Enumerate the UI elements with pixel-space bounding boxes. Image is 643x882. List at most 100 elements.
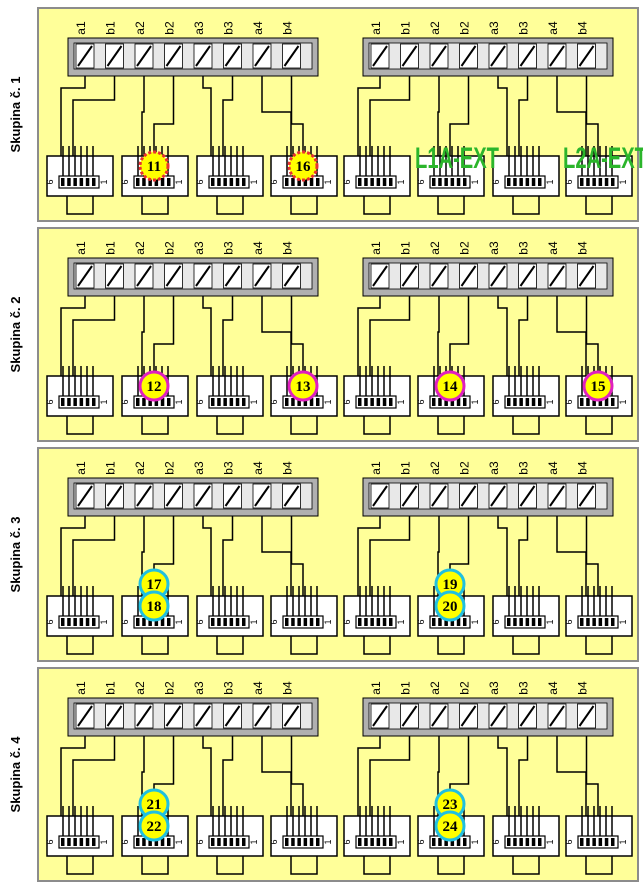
jack-contact (531, 618, 536, 626)
pin-label: b3 (517, 241, 531, 255)
jack-pin-label: 1 (323, 399, 333, 404)
wire (153, 296, 175, 378)
pin-label: b3 (517, 461, 531, 475)
jack-contact (444, 838, 448, 846)
terminal-contact (372, 485, 388, 507)
pin-label: a3 (192, 681, 206, 695)
jack-contact (92, 178, 96, 186)
marker-number: 23 (443, 797, 458, 813)
jack-contact (211, 618, 215, 626)
wire (437, 76, 440, 158)
jack-contact (142, 838, 146, 846)
cable-loop (585, 636, 613, 655)
jack-contact (456, 618, 461, 626)
jack-contact (217, 618, 221, 626)
jack-pin-label: 1 (396, 619, 406, 624)
jack-pin-label: 6 (120, 179, 130, 184)
jack-contact (303, 618, 308, 626)
jack-contact (382, 838, 387, 846)
terminal-contact (578, 265, 595, 287)
terminal-contact (224, 45, 241, 67)
jack-contact (297, 178, 301, 186)
pin-label: b2 (163, 241, 177, 255)
jack-contact (538, 618, 542, 626)
jack-contact (217, 398, 221, 406)
cable-loop (437, 856, 465, 875)
jack-contact (598, 838, 603, 846)
marker-number: 24 (443, 819, 459, 835)
jack-contact (598, 398, 603, 406)
wire (72, 76, 116, 158)
wire (60, 516, 86, 598)
terminal-contact (431, 485, 447, 507)
jack-contact (291, 618, 295, 626)
jack-contact (444, 618, 448, 626)
jack-contact (167, 398, 171, 406)
pin-label: b2 (458, 461, 472, 475)
terminal-contact (519, 705, 536, 727)
pin-label: b4 (576, 21, 590, 35)
jack-contact (142, 618, 146, 626)
terminal-contact (283, 265, 300, 287)
jack-pin-label: 6 (416, 839, 426, 844)
jack-contact (235, 178, 240, 186)
wire (585, 516, 599, 598)
jack-contact (611, 838, 615, 846)
terminal-contact (519, 265, 536, 287)
terminal-contact (254, 45, 270, 67)
jack-contact (580, 178, 584, 186)
cable-loop (585, 196, 613, 215)
jack-contact (592, 838, 596, 846)
pin-label: b1 (104, 21, 118, 35)
marker-number: 16 (296, 159, 312, 175)
cable-loop (141, 196, 169, 215)
jack-contact (513, 618, 517, 626)
wire (222, 76, 234, 158)
terminal-contact (431, 705, 447, 727)
jack-contact (61, 838, 65, 846)
pin-label: b1 (399, 241, 413, 255)
jack-contact (297, 838, 301, 846)
jack-pin-label: 6 (564, 399, 574, 404)
jack-contact (79, 838, 84, 846)
jack-contact (531, 398, 536, 406)
jack-pin-label: 6 (45, 179, 55, 184)
terminal-contact (460, 705, 477, 727)
jack-contact (136, 398, 140, 406)
wire (369, 516, 411, 598)
pin-label: b3 (517, 21, 531, 35)
jack-pin-label: 1 (470, 839, 480, 844)
terminal-contact (401, 485, 418, 507)
cable-loop (290, 856, 318, 875)
jack-pin-label: 6 (45, 619, 55, 624)
pin-label: b1 (104, 681, 118, 695)
jack-contact (604, 398, 609, 406)
jack-contact (285, 838, 289, 846)
pin-label: a4 (546, 461, 560, 475)
pin-label: a2 (428, 461, 442, 475)
marker-20: 20 (434, 590, 466, 622)
cable-loop (141, 856, 169, 875)
ext-label: L2A-EXT (563, 142, 643, 175)
terminal-contact (372, 45, 388, 67)
terminal-contact (77, 45, 93, 67)
marker-circle (138, 810, 170, 842)
jack-pin-label: 6 (491, 619, 501, 624)
jack-body (196, 375, 264, 417)
jack-contact (242, 178, 246, 186)
wire (497, 296, 508, 378)
jack-pin-label: 6 (342, 839, 352, 844)
pin-label: b4 (281, 241, 295, 255)
jack-contact (229, 838, 234, 846)
jack-contact (85, 398, 90, 406)
jack-contact (160, 398, 165, 406)
jack-pin-label: 1 (323, 179, 333, 184)
jack-contact (586, 618, 590, 626)
jack-pin-label: 6 (269, 619, 279, 624)
wire (202, 296, 212, 378)
ext-label: L1A-EXT (415, 142, 499, 175)
